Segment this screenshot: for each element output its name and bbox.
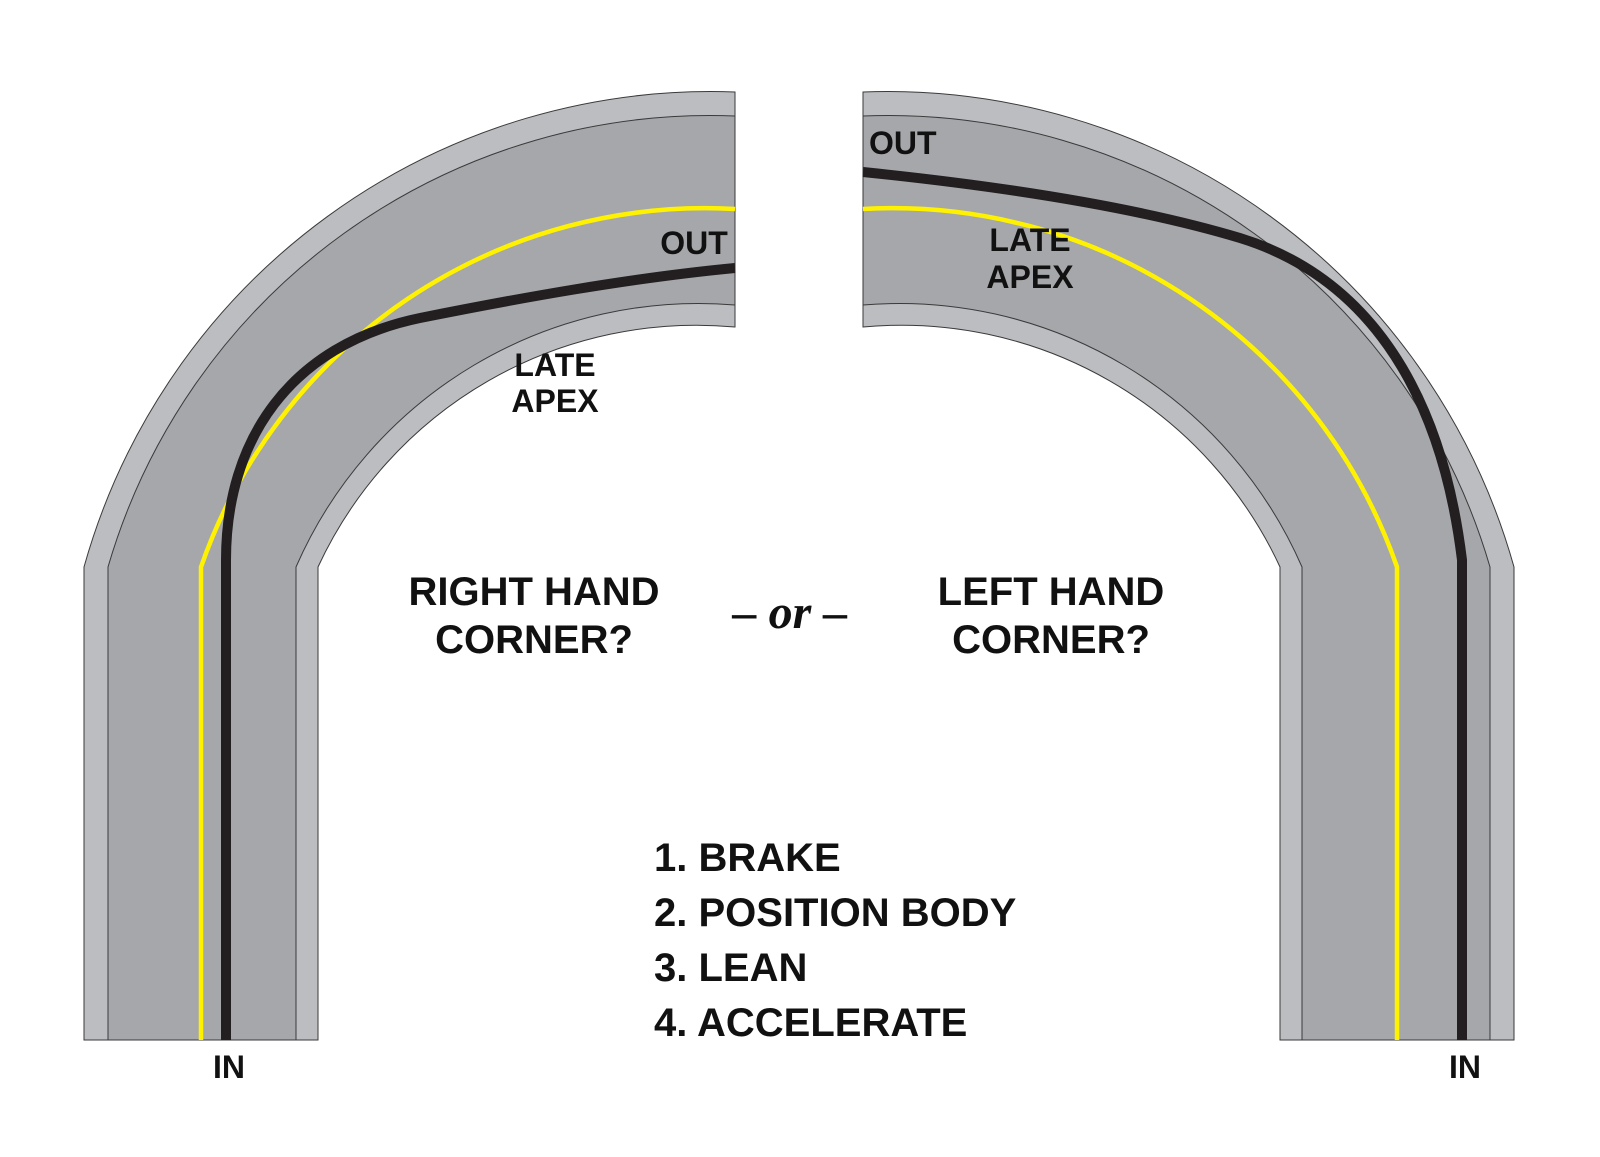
left-corner-late-apex-line2: APEX	[986, 259, 1074, 295]
or-separator: – or –	[732, 586, 848, 639]
right-hand-corner-road	[83, 91, 736, 1041]
step-item: 2. POSITION BODY	[654, 891, 1017, 935]
right-corner-in-label: IN	[213, 1049, 245, 1085]
left-corner-out-label: OUT	[869, 125, 937, 161]
left-hand-corner-question-line2: CORNER?	[952, 618, 1150, 662]
step-item: 4. ACCELERATE	[654, 1001, 967, 1045]
right-corner-riding-line	[221, 263, 736, 1040]
left-corner-riding-line	[862, 167, 1467, 1040]
left-corner-in-label: IN	[1449, 1049, 1481, 1085]
left-corner-late-apex-line1: LATE	[989, 222, 1070, 258]
left-hand-corner-question-line1: LEFT HAND	[938, 570, 1165, 614]
right-hand-corner-question-line2: CORNER?	[435, 618, 633, 662]
right-hand-corner-question-line1: RIGHT HAND	[408, 570, 659, 614]
right-corner-asphalt	[107, 115, 736, 1041]
right-corner-late-apex-line2: APEX	[511, 383, 599, 419]
step-item: 1. BRAKE	[654, 836, 841, 880]
cornering-steps-list: 1. BRAKE 2. POSITION BODY 3. LEAN 4. ACC…	[654, 836, 1017, 1045]
step-item: 3. LEAN	[654, 946, 807, 990]
left-hand-corner-road	[862, 91, 1515, 1041]
left-corner-center-line	[862, 206, 1400, 1040]
right-corner-late-apex-line1: LATE	[514, 347, 595, 383]
right-corner-out-label: OUT	[660, 225, 728, 261]
left-corner-asphalt	[862, 115, 1491, 1041]
